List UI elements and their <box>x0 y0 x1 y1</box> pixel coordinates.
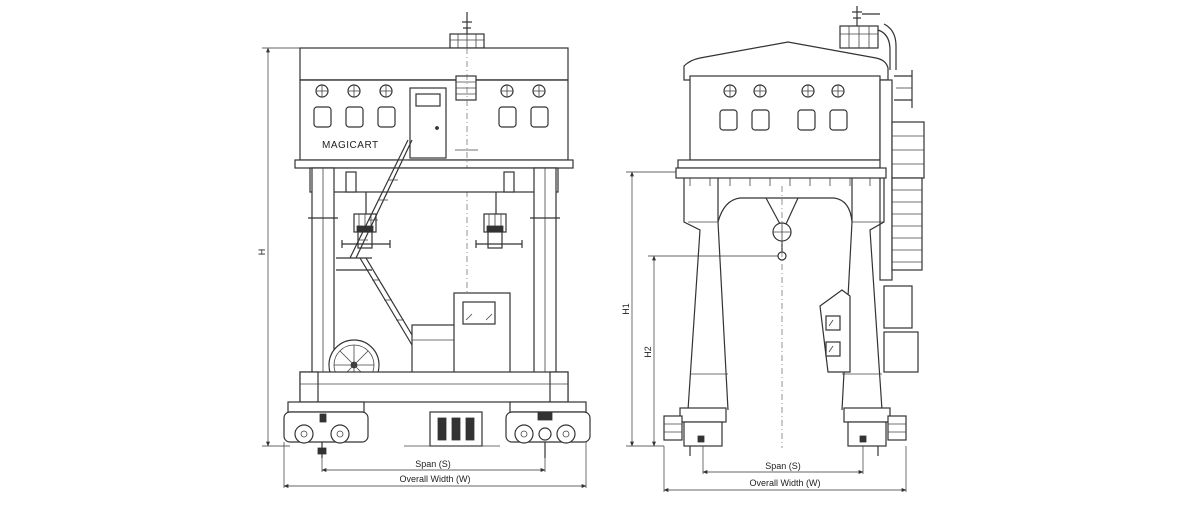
front-vent-grille <box>455 75 477 101</box>
side-cabin <box>677 41 889 169</box>
front-engine-unit <box>404 411 500 447</box>
side-hoist <box>765 197 799 261</box>
front-dim-height: H <box>257 47 300 447</box>
span-label: Span (S) <box>415 459 451 469</box>
front-dim-span: Span (S) <box>321 442 546 472</box>
side-view: H1 H2 Span (S) Overall Width (W) <box>621 6 925 492</box>
side-span-label: Span (S) <box>765 461 801 471</box>
front-cabin-door <box>409 87 447 159</box>
side-overall-width-label: Overall Width (W) <box>749 478 820 488</box>
h2-label: H2 <box>643 346 653 358</box>
front-cabin: MAGICART <box>294 47 574 169</box>
front-lower-beam <box>299 371 569 403</box>
h1-label: H1 <box>621 303 631 315</box>
side-ladder <box>879 70 925 373</box>
side-roof-railing <box>839 6 897 70</box>
front-windows <box>313 106 549 128</box>
side-main-beam <box>675 167 887 186</box>
side-dim-overall-width: Overall Width (W) <box>663 446 907 492</box>
side-dim-h2: H2 <box>643 255 778 447</box>
front-portholes <box>315 84 546 98</box>
front-electrical-cabinet <box>453 292 511 376</box>
brand-label: MAGICART <box>322 140 379 151</box>
side-windows <box>719 109 848 131</box>
front-legs <box>308 167 560 375</box>
overall-width-label: Overall Width (W) <box>399 474 470 484</box>
side-arch-frame <box>683 178 885 411</box>
front-main-beam <box>309 167 559 193</box>
side-dim-h1: H1 <box>621 171 676 447</box>
front-dim-overall-width: Overall Width (W) <box>283 442 587 488</box>
front-view: MAGICART <box>257 12 591 488</box>
front-bogie-right <box>505 401 591 458</box>
front-bogie-left <box>283 401 369 458</box>
side-bogie-left <box>663 407 727 456</box>
front-roof-railing <box>449 12 485 49</box>
height-label: H <box>257 249 267 256</box>
side-control-cabinet <box>819 289 851 373</box>
side-dim-span: Span (S) <box>702 446 864 474</box>
side-portholes <box>723 84 845 98</box>
front-stairs <box>336 139 461 376</box>
front-hoist-right <box>475 192 523 249</box>
side-bogie-right <box>843 407 907 456</box>
